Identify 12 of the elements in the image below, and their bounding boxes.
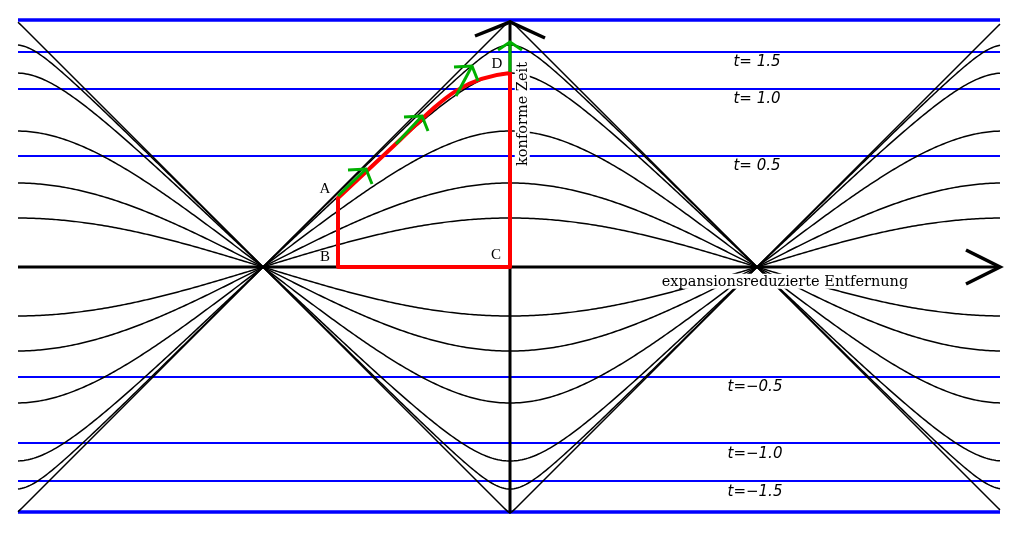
axis-label: konforme Zeit <box>514 60 530 168</box>
time-label: t=−1.0 <box>727 445 783 461</box>
point-label: A <box>319 180 331 196</box>
axis-label: expansionsreduzierte Entfernung <box>659 273 911 289</box>
point-label: B <box>320 248 330 264</box>
point-label: D <box>491 55 503 71</box>
time-label: t= 1.5 <box>733 53 781 69</box>
time-label: t=−0.5 <box>727 378 783 394</box>
time-label: t= 0.5 <box>733 157 781 173</box>
point-label: C <box>491 246 501 262</box>
time-label: t= 1.0 <box>733 90 781 106</box>
time-label: t=−1.5 <box>727 483 783 499</box>
